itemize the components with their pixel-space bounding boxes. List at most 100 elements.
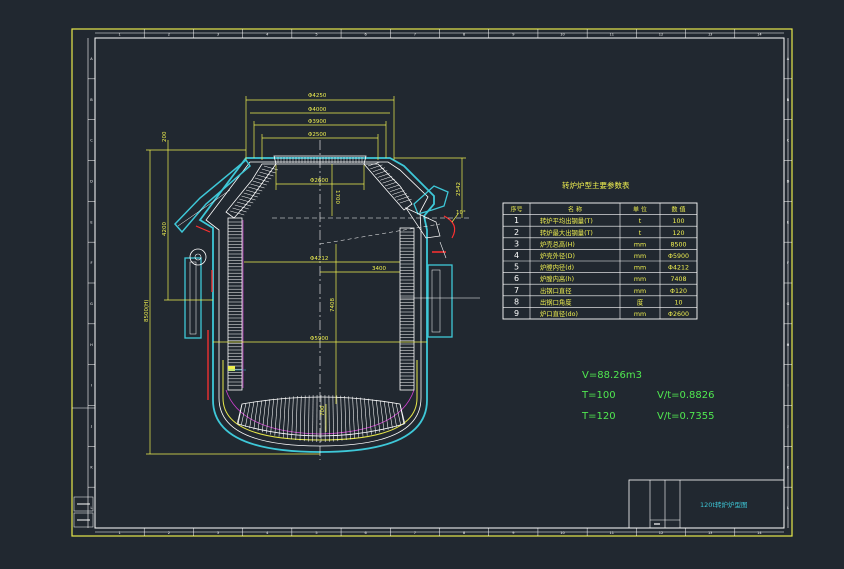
volume-notes: V=88.26m3 T=100 V/t=0.8826 T=120 V/t=0.7… (581, 370, 715, 422)
dim-h4200: 4200 (162, 222, 168, 236)
border-letter-left: B (90, 98, 93, 102)
border-letter-right: L (787, 506, 789, 510)
table-cell: 炉壳总高(H) (540, 239, 575, 248)
border-number-bottom: 7 (414, 531, 416, 535)
border-letter-left: K (90, 465, 93, 469)
table-cell: 度 (637, 297, 644, 306)
border-letter-left: D (90, 179, 93, 183)
border-letter-right: H (787, 343, 790, 347)
table-cell: 炉膛内高(h) (540, 274, 574, 283)
dim-h8500: 8500(H) (144, 300, 150, 322)
title-block: 120t转炉炉型图 (628, 479, 785, 529)
table-cell: mm (634, 288, 646, 295)
border-letter-right: E (787, 220, 789, 224)
border-letter-left: L (91, 506, 93, 510)
border-letter-left: E (90, 220, 92, 224)
border-letter-left: I (91, 384, 92, 388)
dim-h200: 200 (162, 131, 168, 142)
border-letter-left: F (90, 261, 92, 265)
border-letter-right: J (786, 424, 788, 428)
table-cell: Φ4212 (668, 265, 689, 272)
note-t100: T=100 (581, 390, 616, 401)
border-number-top: 1 (118, 33, 120, 37)
border-letter-right: F (787, 261, 789, 265)
border-number-top: 10 (560, 33, 564, 37)
note-volume: V=88.26m3 (582, 370, 642, 381)
table-cell: 4 (514, 251, 519, 260)
border-number-bottom: 10 (560, 531, 564, 535)
table-cell: 炉壳外径(D) (540, 251, 575, 260)
border-number-top: 9 (512, 33, 514, 37)
table-cell: 7408 (670, 276, 686, 283)
dim-w3400: 3400 (372, 266, 386, 272)
border-number-top: 7 (414, 33, 416, 37)
table-cell: 炉口直径(do) (540, 309, 578, 318)
table-cell: 转炉平均出钢量(T) (540, 216, 593, 225)
table-cell: t (639, 230, 642, 237)
table-cell: Φ5900 (668, 253, 689, 260)
border-letter-right: A (787, 57, 790, 61)
table-cell: 9 (514, 309, 519, 318)
table-cell: 6 (514, 274, 519, 283)
border-number-bottom: 2 (168, 531, 170, 535)
table-cell: 120 (672, 230, 684, 237)
table-cell: mm (634, 265, 646, 272)
table-cell: mm (634, 311, 646, 318)
border-letter-left: G (90, 302, 93, 306)
dim-d5900: Φ5900 (310, 336, 329, 342)
table-cell: 出钢口直径 (540, 286, 572, 295)
outer-shell (198, 157, 435, 453)
border-letter-right: G (787, 302, 790, 306)
dim-d2600: Φ2600 (310, 178, 329, 184)
border-number-bottom: 4 (266, 531, 269, 535)
border-number-top: 8 (463, 33, 465, 37)
border-number-top: 14 (757, 33, 762, 37)
dim-h700: 700 (320, 405, 326, 416)
border-letter-left: C (90, 139, 93, 143)
border-number-bottom: 14 (757, 531, 762, 535)
border-letter-right: I (787, 384, 788, 388)
border-number-bottom: 13 (708, 531, 712, 535)
border-number-bottom: 8 (463, 531, 465, 535)
dimension-lines (146, 96, 466, 455)
border-number-top: 12 (659, 33, 663, 37)
table-title: 转炉炉型主要参数表 (562, 180, 630, 190)
cone-lining-left (225, 163, 277, 219)
cone-lining-right (363, 163, 413, 211)
border-number-top: 4 (266, 33, 269, 37)
dim-d4000: Φ4000 (308, 107, 327, 113)
border-letter-left: J (90, 424, 92, 428)
trunnion-left (184, 257, 202, 339)
border-number-bottom: 1 (118, 531, 120, 535)
table-header-cell: 名 称 (568, 206, 582, 214)
converter-vessel (173, 140, 480, 460)
binding-strip (72, 407, 95, 528)
drawing-title: 120t转炉炉型图 (700, 500, 747, 509)
table-cell: Φ2600 (668, 311, 689, 318)
border-number-top: 3 (217, 33, 219, 37)
border-number-bottom: 11 (610, 531, 614, 535)
table-cell: mm (634, 276, 646, 283)
table-header-cell: 序号 (510, 206, 522, 214)
border-number-bottom: 3 (217, 531, 219, 535)
dim-h7408: 7408 (330, 298, 336, 312)
border-number-bottom: 12 (659, 531, 663, 535)
table-cell: 8 (514, 297, 519, 306)
table-cell: t (639, 218, 642, 225)
left-hood (173, 158, 251, 234)
border-number-top: 6 (365, 33, 367, 37)
table-cell: Φ120 (670, 288, 687, 295)
table-cell: 出钢口角度 (540, 297, 572, 306)
border-letter-left: H (90, 343, 93, 347)
dim-angle10: 10° (456, 210, 466, 216)
note-ratio120: V/t=0.7355 (657, 411, 715, 422)
border-letter-right: D (787, 179, 790, 183)
border-number-bottom: 9 (512, 531, 514, 535)
border-letter-right: K (787, 465, 790, 469)
outer-frame (71, 28, 793, 537)
border-letter-right: C (787, 139, 790, 143)
